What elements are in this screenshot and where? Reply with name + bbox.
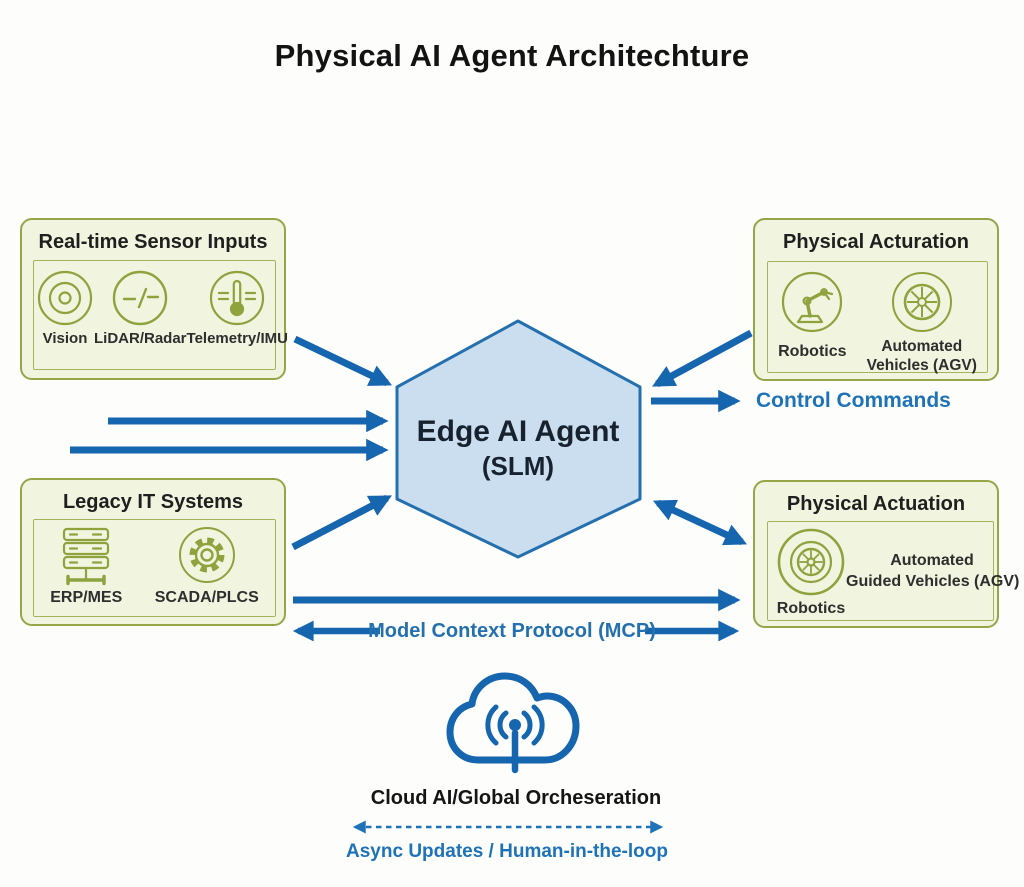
box-sensor-inputs: Real-time Sensor Inputs Vision [20, 218, 288, 380]
agv-side-line1: Automated [890, 552, 974, 569]
mcp-label: Model Context Protocol (MCP) [368, 620, 656, 642]
telemetry-icon [210, 270, 265, 326]
hexagon-label-line1: Edge AI Agent [416, 415, 620, 448]
box-physical-actuation-title: Physical Actuation [786, 493, 966, 515]
robot-arm-icon [782, 271, 843, 333]
page-title: Physical AI Agent Architechture [274, 38, 750, 73]
sensor-item-vision: Vision [36, 269, 94, 347]
legacy-item-erp: ERP/MES [50, 524, 122, 607]
vision-icon [37, 270, 93, 326]
cloud-icon [446, 672, 580, 774]
box-physical-actuation: Physical Actuation [753, 480, 1019, 628]
async-label: Async Updates / Human-in-the-loop [346, 841, 668, 862]
box-physical-acturation-title: Physical Acturation [783, 231, 969, 253]
server-icon [63, 527, 110, 586]
wheel-icon [891, 272, 952, 332]
acturation-item-robotics: Robotics [778, 270, 847, 361]
box-legacy-it-title: Legacy IT Systems [62, 491, 244, 513]
actuation-robotics-label: Robotics [776, 600, 846, 617]
agv-label-line1: Automated [881, 338, 963, 355]
acturation-panel: Robotics [767, 261, 988, 376]
gear-icon [178, 527, 235, 583]
legacy-label: ERP/MES [50, 589, 123, 606]
acturation-agv-label: Automated Vehicles (AGV) [867, 337, 977, 376]
box-sensor-inputs-title: Real-time Sensor Inputs [38, 231, 268, 253]
sensor-item-lidar: LiDAR/Radar [94, 269, 187, 347]
actuation-agv-label: Automated Guided Vehicles (AGV) [846, 551, 1020, 593]
hexagon-label-line2: (SLM) [481, 451, 555, 481]
cloud-title: Cloud AI/Global Orcheseration [370, 787, 662, 809]
agv-side-line2: Guided Vehicles (AGV) [846, 572, 1020, 590]
legacy-item-scada: SCADA/PLCS [155, 524, 259, 607]
acturation-label: Robotics [778, 343, 847, 360]
sensor-item-telemetry: Telemetry/IMU [187, 269, 288, 347]
actuation-item-robotics: Robotics [776, 527, 846, 618]
box-legacy-it: Legacy IT Systems [20, 478, 286, 626]
lidar-radar-icon [113, 270, 168, 326]
box-physical-acturation: Physical Acturation Robotics [753, 218, 999, 381]
legacy-label: SCADA/PLCS [154, 589, 259, 606]
sensor-label: Telemetry/IMU [186, 330, 288, 347]
agv-label-line2: Vehicles (AGV) [866, 357, 977, 375]
sensor-label: Vision [42, 330, 88, 347]
sensor-inputs-panel: Vision LiDAR/Radar [33, 260, 288, 370]
control-commands-label: Control Commands [756, 389, 951, 412]
actuation-panel: Robotics Automated Guided Vehicles (AGV) [767, 521, 1019, 621]
sensor-label: LiDAR/Radar [94, 330, 187, 347]
legacy-it-panel: ERP/MES SCADA/PLCS [33, 519, 276, 617]
acturation-item-agv: Automated Vehicles (AGV) [867, 270, 977, 376]
wheel-icon [777, 528, 845, 596]
